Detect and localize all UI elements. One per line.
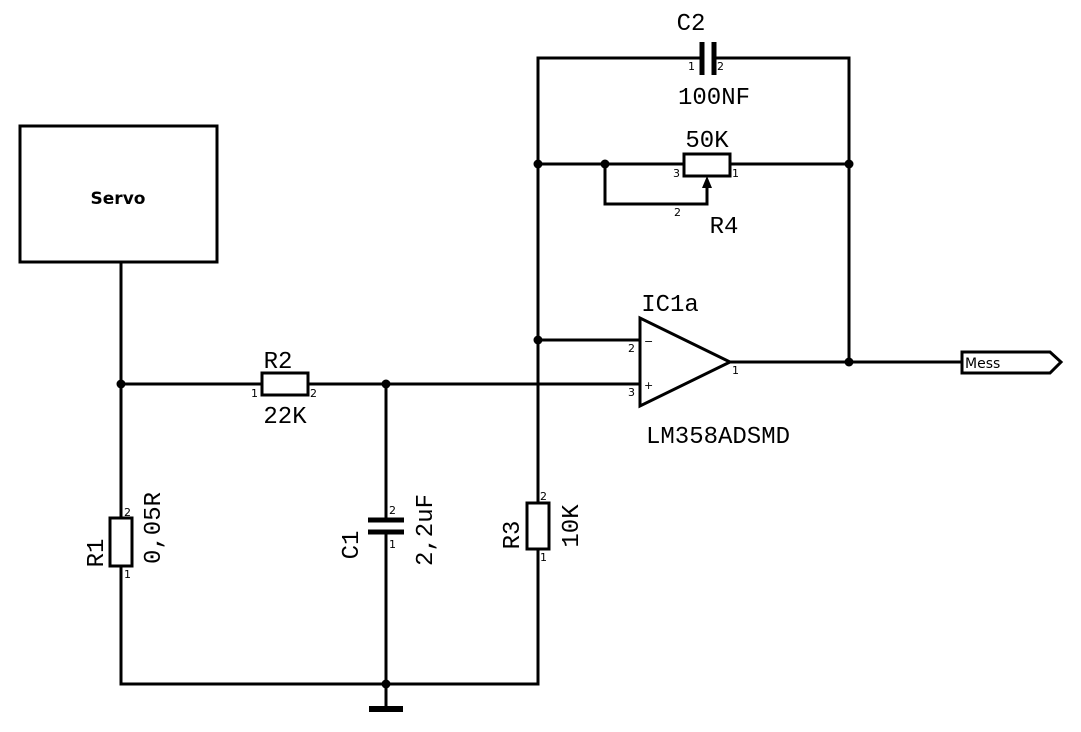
r1-pin-bottom: 1: [124, 568, 131, 581]
r2-pin-left: 1: [251, 387, 258, 400]
r4-value: 50K: [685, 128, 729, 155]
r4-body: [682, 152, 732, 178]
junction-dot: [844, 357, 854, 367]
port-label: Mess: [965, 356, 1000, 372]
r4-pin-left: 3: [673, 167, 680, 180]
junction-dot: [533, 159, 543, 169]
junctions: [116, 159, 854, 689]
resistor-r1: 2 1 R1 0,05R: [84, 492, 168, 581]
c2-pin-left: 1: [688, 60, 695, 73]
r4-pin-wiper: 2: [674, 206, 681, 219]
junction-dot: [533, 335, 543, 345]
c1-pin-bottom: 1: [389, 538, 396, 551]
junction-dot: [844, 159, 854, 169]
r1-body: [108, 516, 134, 568]
opamp-pin-inv: 2: [628, 342, 635, 355]
r2-value: 22K: [263, 404, 307, 431]
r2-body: [260, 371, 310, 397]
output-port-mess: Mess: [960, 350, 1064, 375]
resistor-r3: 2 1 R3 10K: [500, 490, 586, 564]
r3-value: 10K: [559, 504, 586, 548]
opamp-triangle: [638, 315, 734, 409]
opamp-noninv-sign: +: [644, 379, 653, 392]
opamp-part: LM358ADSMD: [646, 424, 790, 451]
wires: [119, 56, 964, 710]
r3-pin-top: 2: [540, 490, 547, 503]
r4-wiper-arrow: [702, 176, 712, 188]
c1-pin-top: 2: [389, 504, 396, 517]
potentiometer-r4: 3 1 2 50K R4: [673, 128, 739, 241]
r1-ref: R1: [84, 539, 111, 568]
r3-body: [525, 501, 551, 551]
opamp-inv-sign: −: [644, 335, 653, 348]
resistor-r2: 1 2 R2 22K: [251, 349, 317, 431]
servo-label: Servo: [91, 189, 146, 209]
port-shape: [960, 350, 1064, 375]
r3-pin-bottom: 1: [540, 551, 547, 564]
c1-ref: C1: [339, 531, 366, 560]
c2-ref: C2: [677, 11, 706, 38]
junction-dot: [381, 679, 391, 689]
junction-dot: [116, 379, 126, 389]
c2-pin-right: 2: [717, 60, 724, 73]
c2-value: 100NF: [678, 85, 750, 112]
junction-dot: [600, 159, 610, 169]
c1-value: 2,2uF: [413, 494, 440, 566]
opamp-ref: IC1a: [641, 292, 699, 319]
r2-pin-right: 2: [310, 387, 317, 400]
servo-block: Servo: [18, 124, 219, 264]
capacitor-c2: 1 2 C2 100NF: [677, 11, 750, 112]
junction-dot: [381, 379, 391, 389]
servo-box: [18, 124, 219, 264]
r4-pin-right: 1: [732, 167, 739, 180]
capacitor-c1: 2 1 C1 2,2uF: [339, 494, 440, 566]
opamp-pin-noninv: 3: [628, 386, 635, 399]
r3-ref: R3: [500, 521, 527, 550]
opamp-pin-out: 1: [732, 364, 739, 377]
r1-value: 0,05R: [141, 492, 168, 564]
opamp-ic1a: − + 2 3 1 IC1a LM358ADSMD: [628, 292, 790, 451]
r4-ref: R4: [710, 214, 739, 241]
r1-pin-top: 2: [124, 506, 131, 519]
r2-ref: R2: [264, 349, 293, 376]
